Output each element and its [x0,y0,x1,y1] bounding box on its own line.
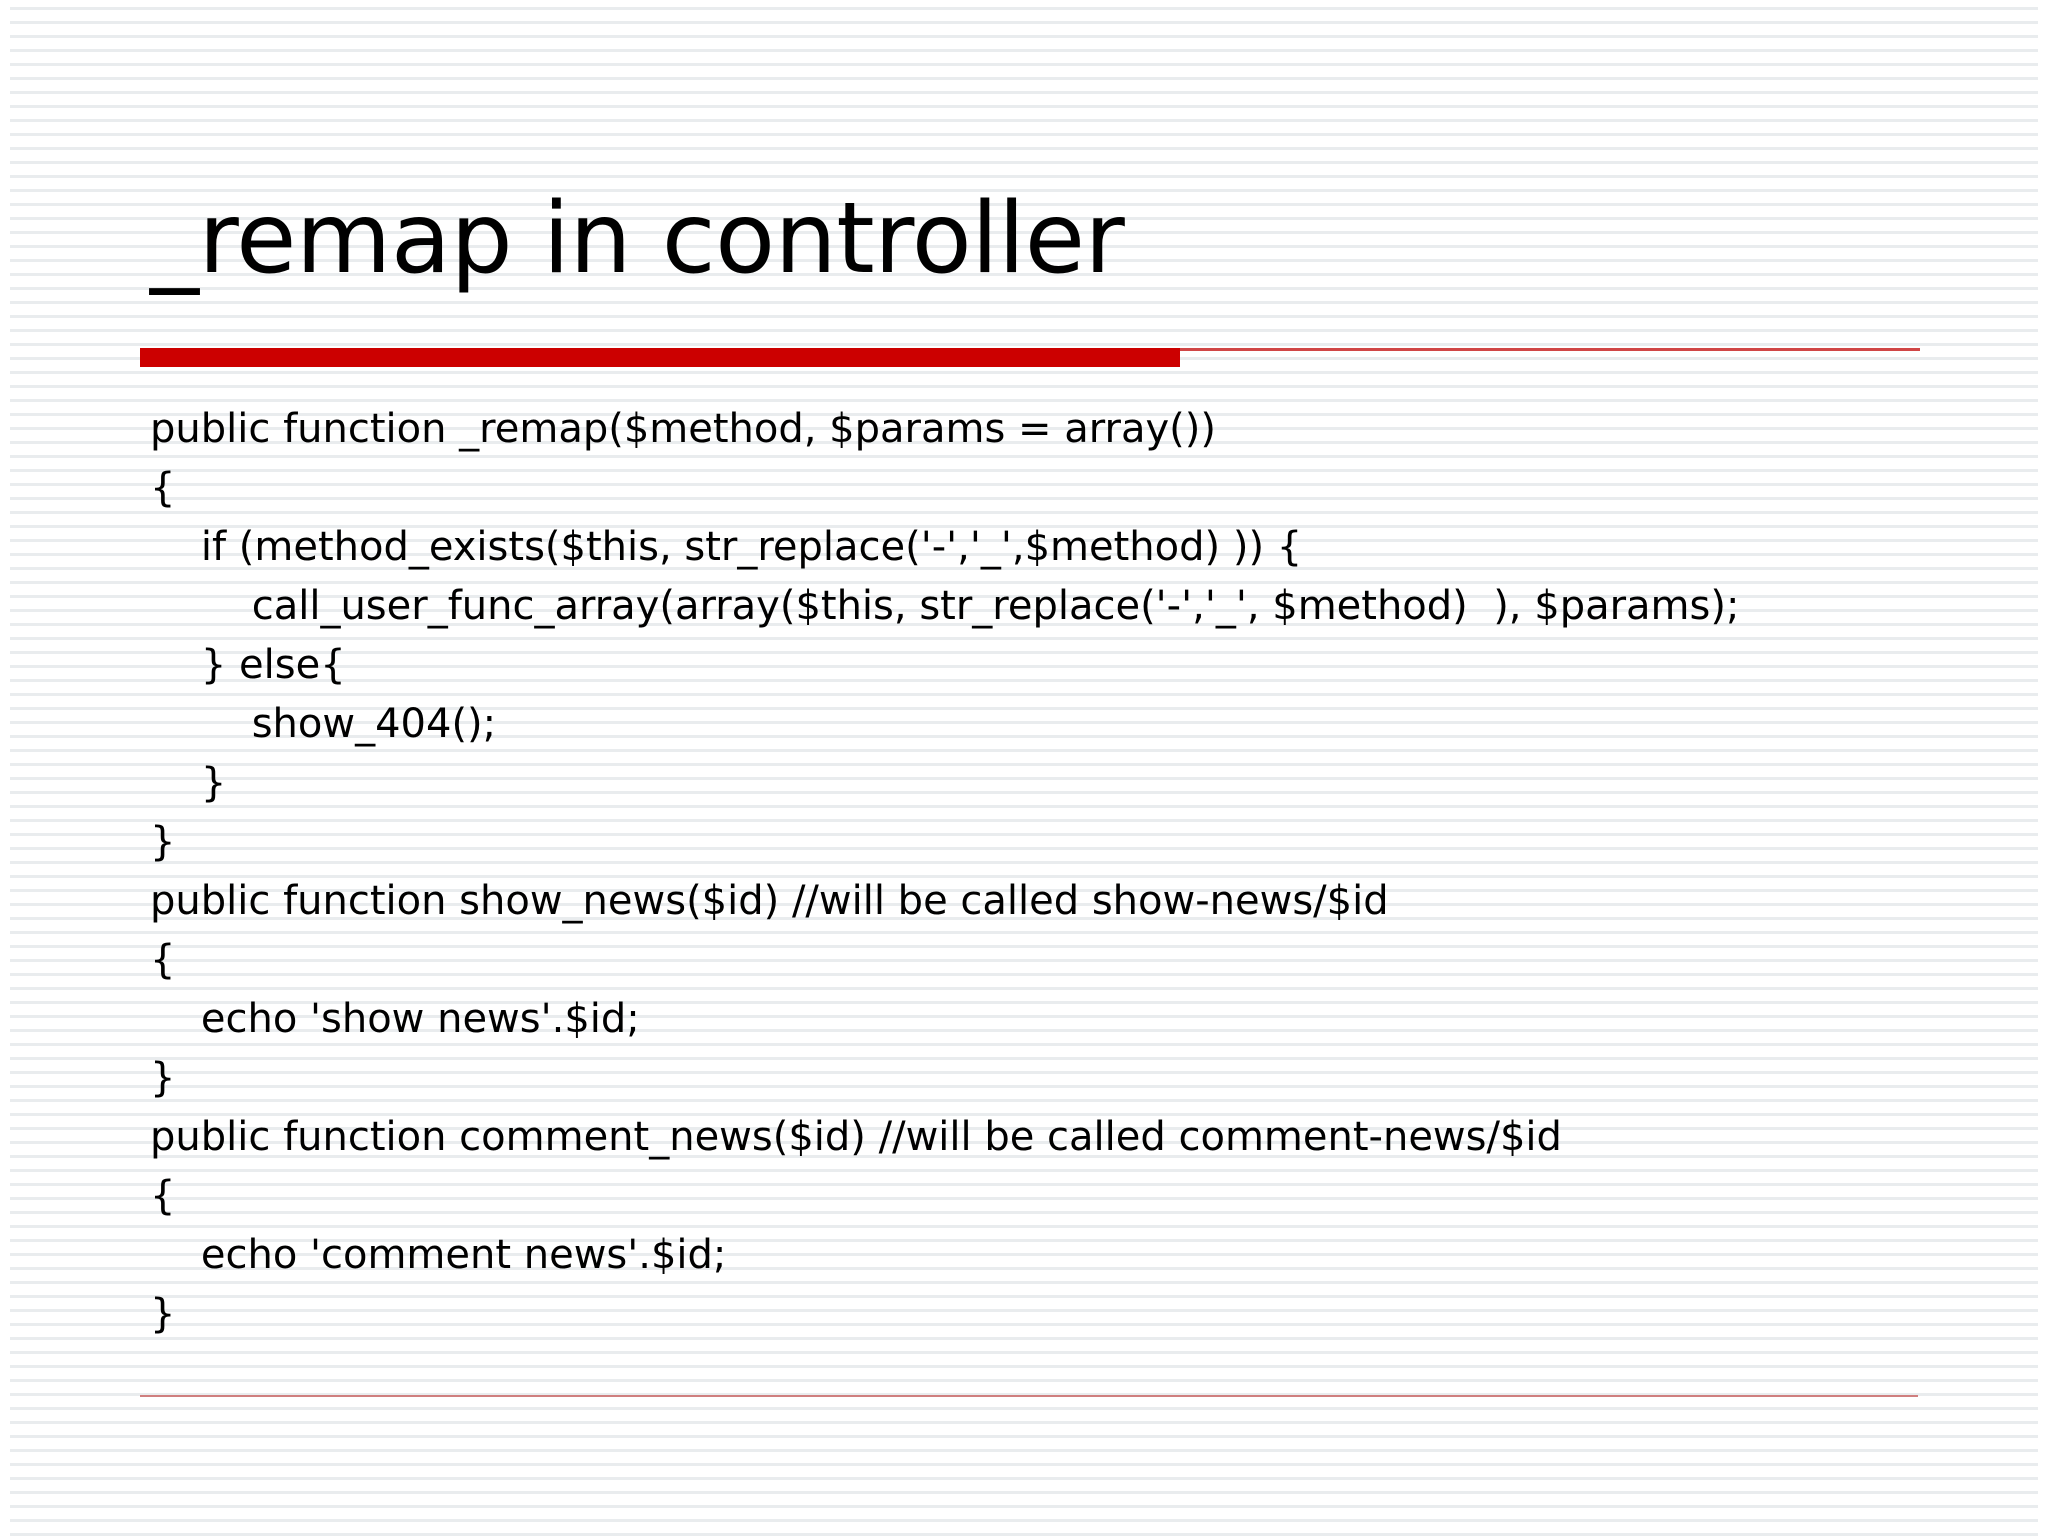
slide-left-margin [0,0,10,1536]
accent-bar-thin [1180,348,1920,351]
code-line: } [150,1055,176,1101]
code-line: { [150,465,176,511]
accent-bar-thick [140,348,1180,367]
code-line: } [150,819,176,865]
code-line: public function show_news($id) //will be… [150,878,1389,924]
slide-right-margin [2038,0,2048,1536]
code-line: public function comment_news($id) //will… [150,1114,1562,1160]
code-line: } [150,760,227,806]
slide-title: _remap in controller [150,182,1125,296]
code-block: public function _remap($method, $params … [150,400,1970,1344]
code-line: } else{ [150,642,346,688]
title-accent-rule [140,345,1920,367]
code-line: { [150,1173,176,1219]
code-line: public function _remap($method, $params … [150,406,1216,452]
footer-divider [140,1395,1918,1397]
code-line: call_user_func_array(array($this, str_re… [150,583,1740,629]
code-line: { [150,937,176,983]
code-line: show_404(); [150,701,497,747]
code-line: echo 'show news'.$id; [150,996,640,1042]
code-line: if (method_exists($this, str_replace('-'… [150,524,1303,570]
code-line: } [150,1291,176,1337]
code-line: echo 'comment news'.$id; [150,1232,727,1278]
